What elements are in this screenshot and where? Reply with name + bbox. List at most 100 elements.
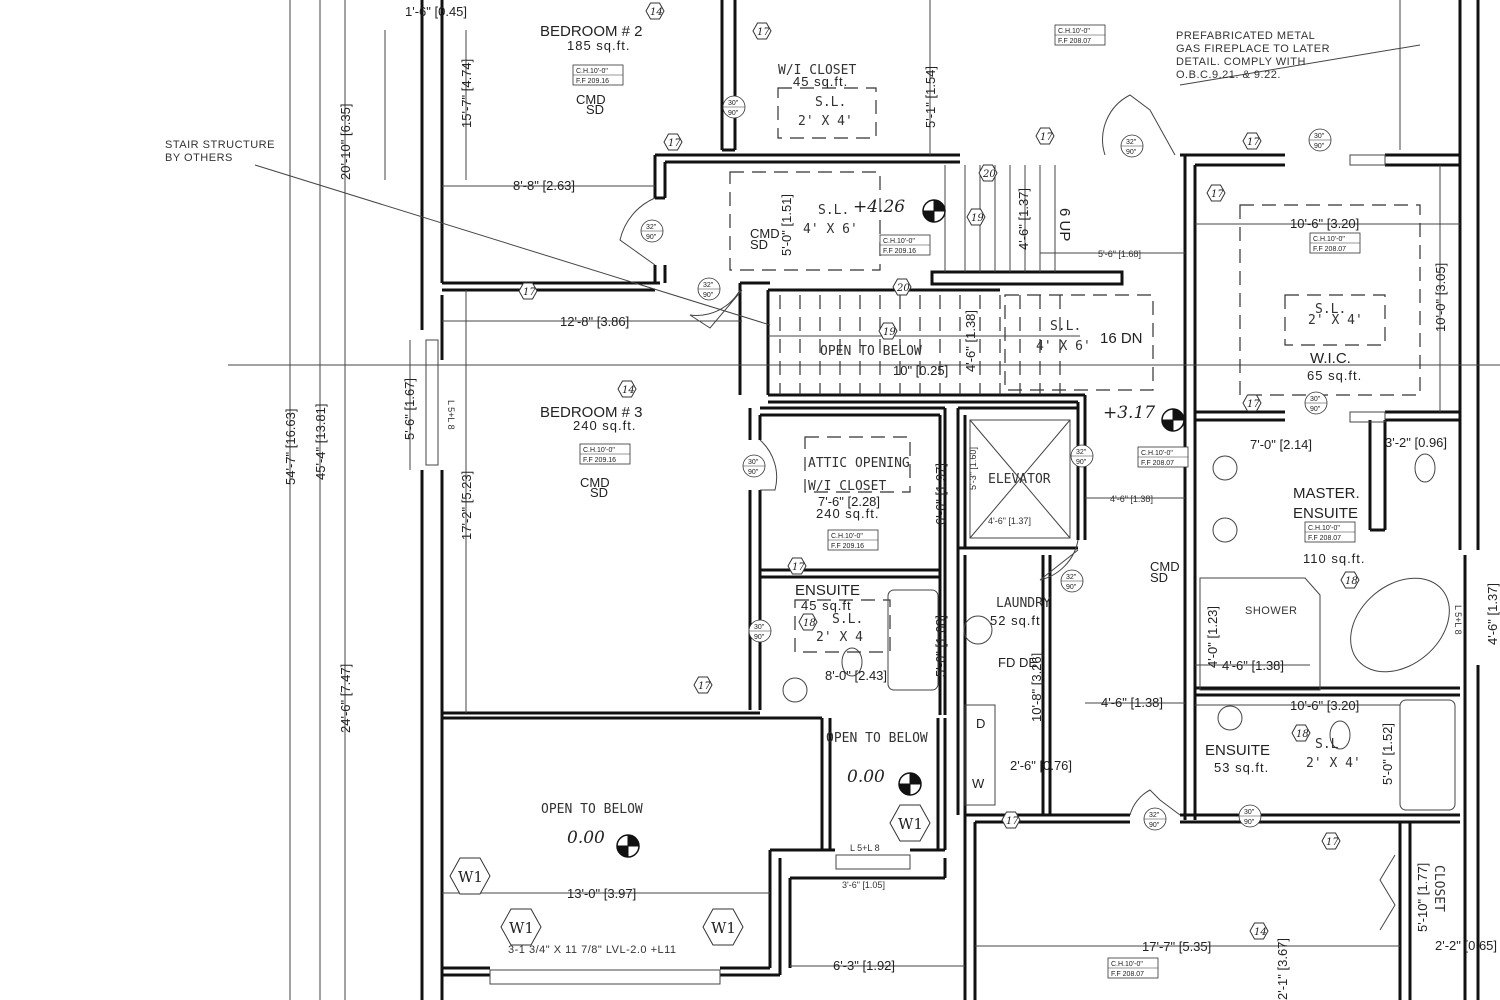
skylight-size: 2' X 4 bbox=[816, 630, 863, 645]
keynote-tag: 14 bbox=[617, 380, 637, 398]
door-tag: 30"90" bbox=[748, 619, 772, 643]
svg-text:32": 32" bbox=[646, 224, 657, 231]
dimension-lines bbox=[228, 0, 1500, 1000]
elevator-shaft bbox=[969, 419, 1071, 539]
elevation-symbol-icon bbox=[1161, 408, 1185, 432]
svg-text:90": 90" bbox=[1066, 584, 1077, 591]
sd-label: SD bbox=[586, 102, 604, 117]
dimension-label: 2'-1" [3.67] bbox=[1275, 938, 1290, 1000]
lintel-label: L 5+L 8 bbox=[1453, 605, 1463, 635]
lvl-beam-note: 3-1 3/4" X 11 7/8" LVL-2.0 +L11 bbox=[508, 944, 677, 956]
ceiling-tag: C.H.10'-0"F.F 208.07 bbox=[1309, 232, 1361, 254]
notes: PREFABRICATED METAL GAS FIREPLACE TO LAT… bbox=[165, 30, 1463, 956]
keynote-tag: 20 bbox=[978, 164, 998, 182]
door-tag: 32"90" bbox=[1143, 807, 1167, 831]
skylight-outlines bbox=[729, 87, 1421, 653]
elevation-label: 0.00 bbox=[567, 828, 605, 848]
skylight-labels: S.L. 2' X 4' S.L. 4' X 6' S.L. 4' X 6' S… bbox=[798, 95, 1363, 771]
ceiling-tags: C.H.10'-0"F.F 209.16 C.H.10'-0"F.F 209.1… bbox=[572, 24, 1361, 979]
room-name-elevator: ELEVATOR bbox=[988, 472, 1051, 487]
door-tag: 32"90" bbox=[1120, 134, 1144, 158]
svg-text:14: 14 bbox=[650, 7, 663, 18]
svg-text:17: 17 bbox=[1006, 816, 1019, 827]
sink-icon bbox=[1212, 455, 1238, 481]
room-area-laundry: 52 sq.ft bbox=[990, 613, 1041, 628]
svg-text:32": 32" bbox=[703, 282, 714, 289]
room-name-master-ensuite-2: ENSUITE bbox=[1293, 505, 1358, 522]
room-area-master-ensuite: 110 sq.ft. bbox=[1303, 551, 1366, 566]
horizontal-dimensions: 1'-6" [0.45] 8'-8" [2.63] 12'-8" [3.86] … bbox=[405, 4, 1497, 973]
svg-text:14: 14 bbox=[622, 385, 635, 396]
stair-note: BY OTHERS bbox=[165, 152, 233, 164]
open-to-below-label: OPEN TO BELOW bbox=[826, 731, 928, 746]
dimension-label: 10'-0" [3.05] bbox=[1433, 263, 1448, 332]
ceiling-tag: C.H.10'-0"F.F 208.07 bbox=[1137, 446, 1189, 468]
skylight-size: 2' X 4' bbox=[798, 114, 853, 129]
keynote-tags: 14 17 17 17 20 19 20 19 17 17 17 17 14 1… bbox=[449, 2, 1360, 946]
skylight-label: S.L. bbox=[1050, 319, 1081, 334]
cmd-label: CMD bbox=[1150, 559, 1180, 574]
svg-text:C.H.10'-0": C.H.10'-0" bbox=[1308, 525, 1340, 532]
svg-text:32": 32" bbox=[1126, 139, 1137, 146]
svg-text:18: 18 bbox=[1345, 576, 1358, 587]
skylight-label: S.L. bbox=[818, 203, 849, 218]
svg-text:C.H.10'-0": C.H.10'-0" bbox=[1058, 28, 1090, 35]
room-name-attic-opening: ATTIC OPENING bbox=[808, 456, 910, 471]
svg-text:C.H.10'-0": C.H.10'-0" bbox=[831, 533, 863, 540]
dimension-label: 20'-10" [6.35] bbox=[338, 104, 353, 180]
door-tag: 30"90" bbox=[722, 95, 746, 119]
elevation-symbol-icon bbox=[898, 772, 922, 796]
cmd-label: CMD bbox=[750, 226, 780, 241]
dimension-label: 5'-3" [1.60] bbox=[968, 447, 978, 490]
fireplace-note: O.B.C.9.21. & 9.22. bbox=[1176, 69, 1281, 81]
keynote-tag: 19 bbox=[878, 322, 898, 340]
dimension-label: 7'-0" [2.14] bbox=[1250, 437, 1312, 452]
svg-text:90": 90" bbox=[728, 110, 739, 117]
svg-text:W1: W1 bbox=[509, 919, 534, 937]
dimension-label: 10" [0.25] bbox=[893, 363, 948, 378]
lintel-label: L 5+L 8 bbox=[446, 400, 456, 430]
svg-text:90": 90" bbox=[748, 469, 759, 476]
room-area-bedroom-2: 185 sq.ft. bbox=[567, 38, 630, 53]
room-name-wi-closet-mid: W/I CLOSET bbox=[808, 479, 886, 494]
keynote-tag: 18 bbox=[798, 613, 818, 631]
door-tag: 32"90" bbox=[697, 277, 721, 301]
room-name-wi-closet-top: W/I CLOSET bbox=[778, 63, 856, 78]
door-tag: 30"90" bbox=[742, 454, 766, 478]
dimension-label: 8'-0" [2.43] bbox=[825, 668, 887, 683]
svg-text:W1: W1 bbox=[458, 868, 483, 886]
dimension-label: 3'-6" [1.05] bbox=[842, 880, 885, 890]
svg-text:17: 17 bbox=[792, 562, 805, 573]
cmd-label: CMD bbox=[576, 92, 606, 107]
svg-text:F.F 208.07: F.F 208.07 bbox=[1058, 38, 1091, 45]
svg-text:C.H.10'-0": C.H.10'-0" bbox=[1141, 450, 1173, 457]
svg-text:90": 90" bbox=[646, 234, 657, 241]
dimension-label: 13'-0" [3.97] bbox=[567, 886, 636, 901]
dimension-label: 10'-8" [3.26] bbox=[1029, 653, 1044, 722]
elevation-label: +3.17 bbox=[1103, 403, 1155, 423]
svg-text:30": 30" bbox=[1244, 809, 1255, 816]
svg-text:30": 30" bbox=[748, 459, 759, 466]
door-tag: 30"90" bbox=[1308, 128, 1332, 152]
sd-label: SD bbox=[1150, 570, 1168, 585]
stairs bbox=[768, 165, 1080, 395]
keynote-tag: 20 bbox=[892, 278, 912, 296]
svg-text:17: 17 bbox=[1247, 399, 1260, 410]
fireplace-note: DETAIL. COMPLY WITH bbox=[1176, 56, 1306, 68]
dimension-label: 10'-6" [3.20] bbox=[1290, 698, 1359, 713]
svg-text:90": 90" bbox=[1149, 822, 1160, 829]
room-area-wi-closet-top: 45 sq.ft. bbox=[793, 74, 848, 89]
svg-text:30": 30" bbox=[1310, 396, 1321, 403]
vertical-dimensions: 20'-10" [6.35] 15'-7" [4.74] 54'-7" [16.… bbox=[283, 59, 1500, 1000]
elevation-symbol-icon bbox=[922, 199, 946, 223]
keynote-tag: 14 bbox=[1249, 922, 1269, 940]
svg-text:F.F 208.07: F.F 208.07 bbox=[1308, 535, 1341, 542]
door-swings bbox=[619, 94, 1181, 816]
dimension-label: 8'-8" [2.63] bbox=[513, 178, 575, 193]
room-name-ensuite-left: ENSUITE bbox=[795, 582, 860, 599]
dimension-label: 4'-6" [1.37] bbox=[1016, 188, 1031, 250]
svg-text:17: 17 bbox=[1247, 137, 1260, 148]
svg-text:F.F 208.07: F.F 208.07 bbox=[1111, 971, 1144, 978]
svg-text:30": 30" bbox=[1314, 133, 1325, 140]
svg-text:90": 90" bbox=[1310, 406, 1321, 413]
